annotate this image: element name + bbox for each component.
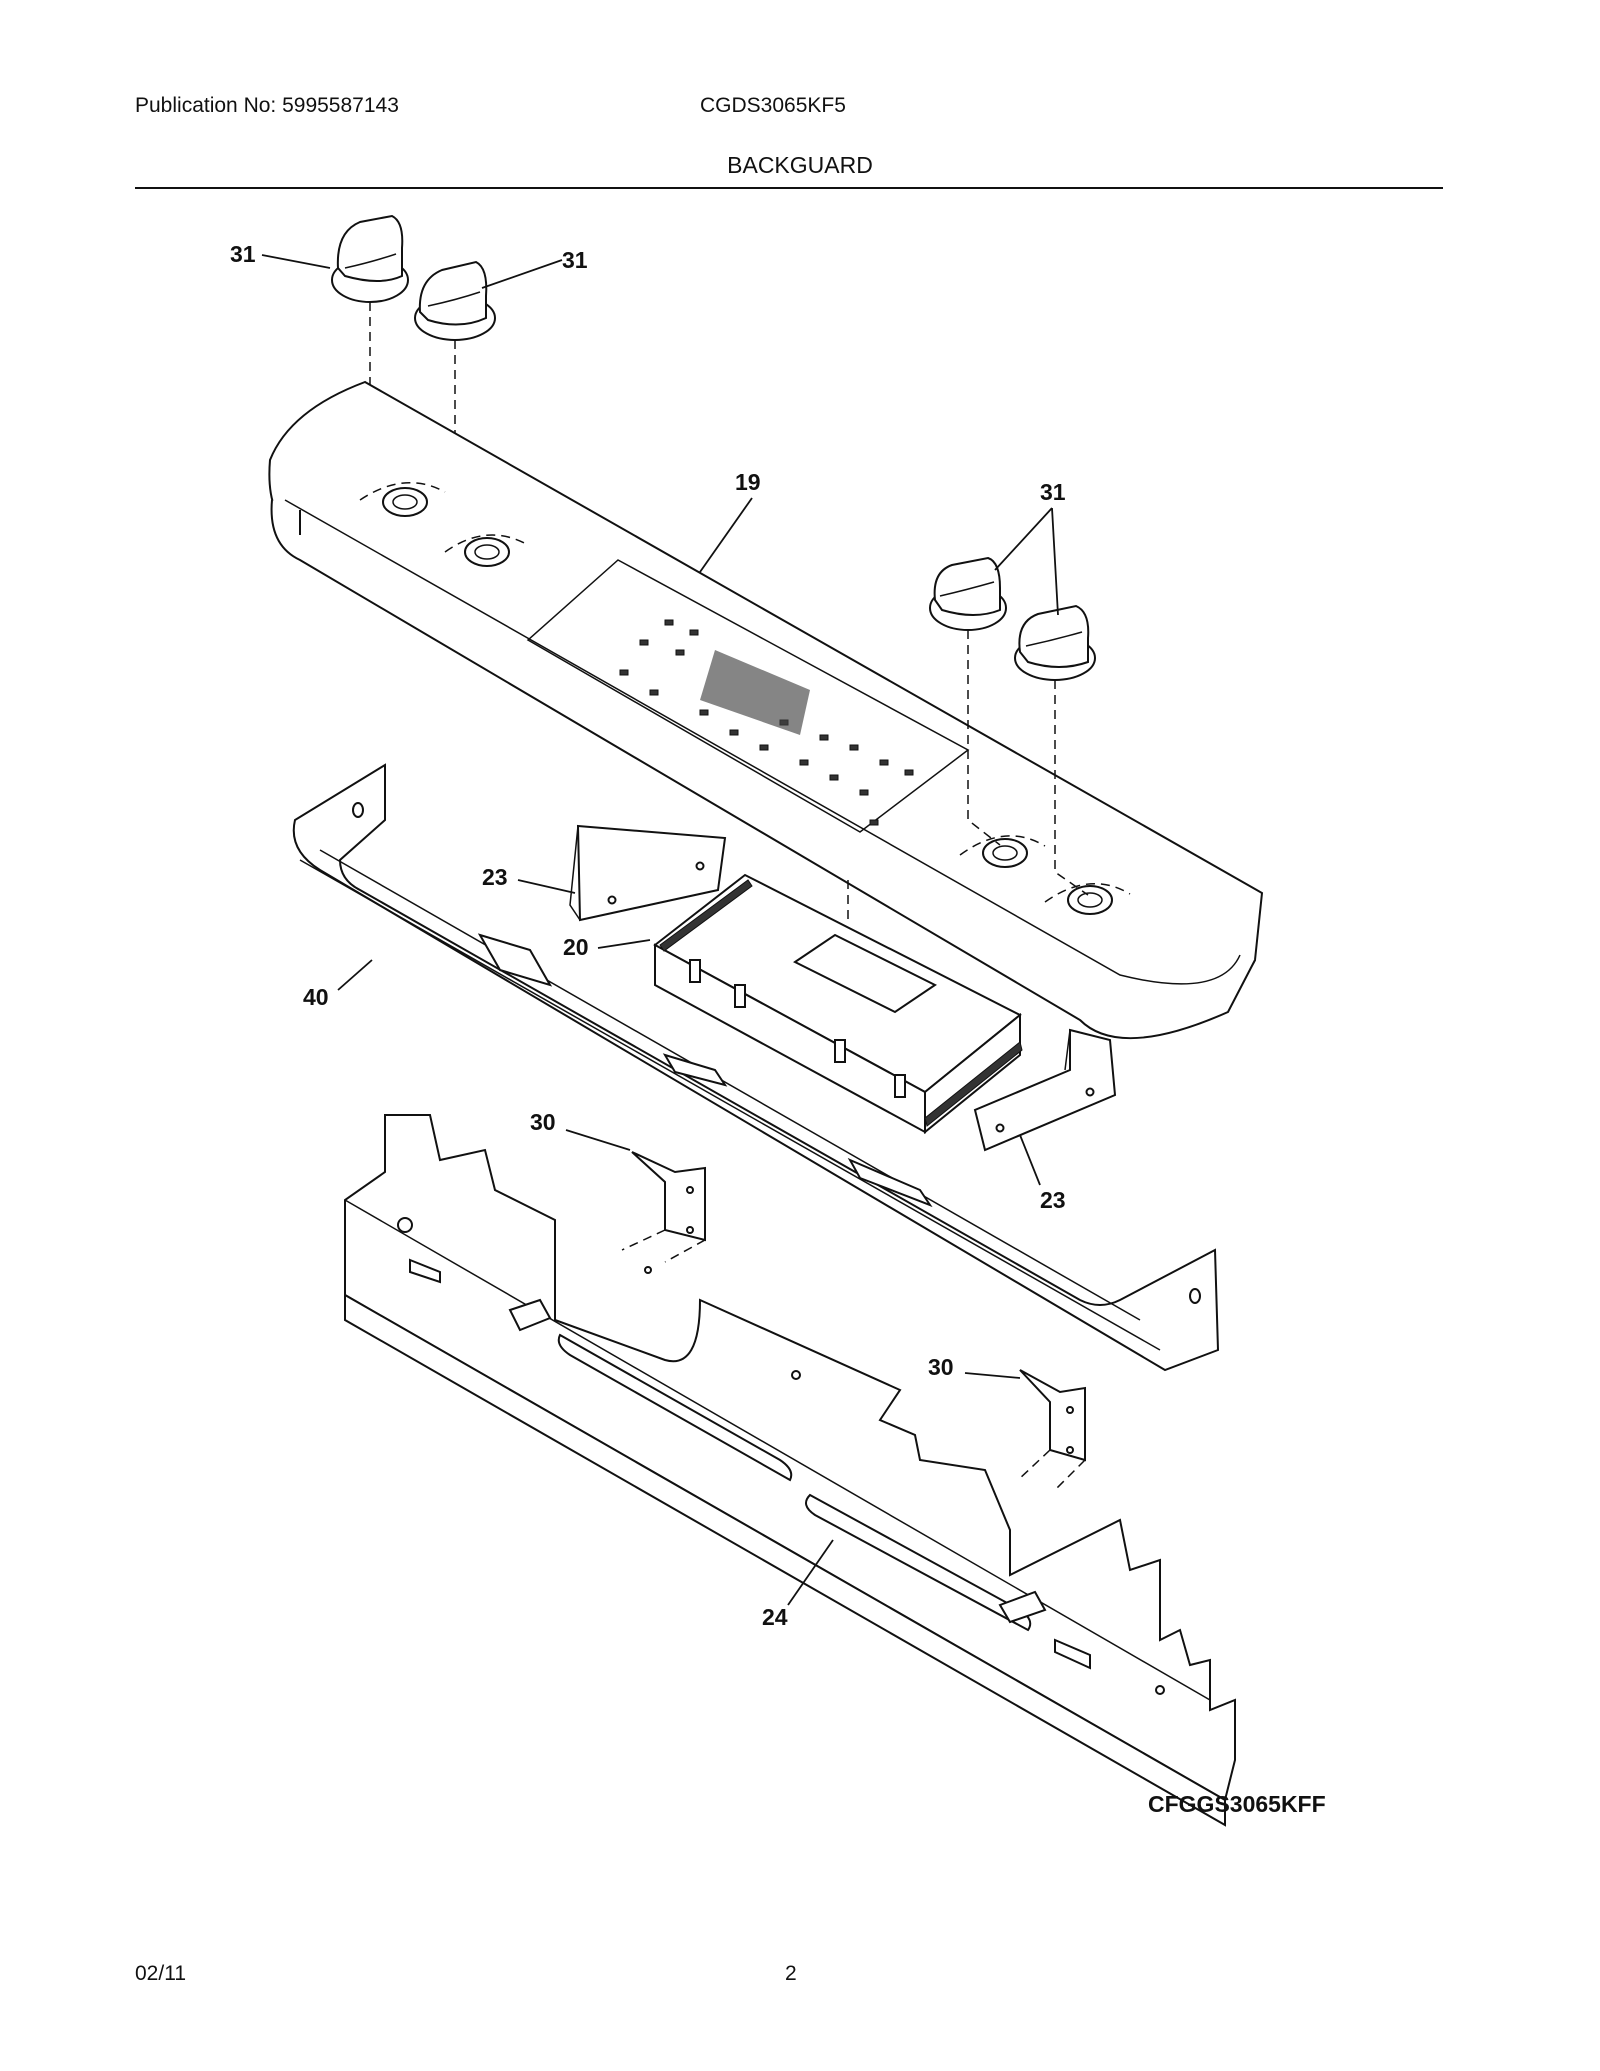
callout-31-c: 31 bbox=[1040, 479, 1066, 505]
callout-31-a: 31 bbox=[230, 241, 256, 267]
callout-40: 40 bbox=[303, 984, 329, 1010]
callout-31-b: 31 bbox=[562, 247, 588, 273]
knob-31-a bbox=[331, 214, 409, 303]
header-rule bbox=[135, 187, 1443, 189]
control-panel-19 bbox=[268, 380, 1264, 1040]
callout-30-b: 30 bbox=[928, 1354, 954, 1380]
trim-40 bbox=[292, 763, 1220, 1372]
callout-24: 24 bbox=[762, 1604, 788, 1630]
bracket-30-right bbox=[1019, 1369, 1086, 1462]
backguard-frame-24 bbox=[344, 1114, 1236, 1827]
callout-23-a: 23 bbox=[482, 864, 508, 890]
page-number: 2 bbox=[785, 1962, 797, 1985]
model-number: CGDS3065KF5 bbox=[700, 94, 846, 117]
bracket-23-top bbox=[569, 824, 727, 922]
bracket-30-left bbox=[631, 1151, 706, 1242]
control-board-20 bbox=[653, 873, 1023, 1135]
callout-19: 19 bbox=[735, 469, 761, 495]
footer-date: 02/11 bbox=[135, 1962, 186, 1985]
knob-31-b bbox=[414, 260, 496, 341]
bracket-23-bottom bbox=[973, 1028, 1117, 1152]
knob-31-c bbox=[929, 556, 1007, 631]
publication-number: Publication No: 5995587143 bbox=[135, 94, 399, 117]
callout-30-a: 30 bbox=[530, 1109, 556, 1135]
callout-20: 20 bbox=[563, 934, 589, 960]
knob-31-d bbox=[1014, 604, 1096, 681]
drawing-code: CFGGS3065KFF bbox=[1148, 1791, 1326, 1817]
section-title: BACKGUARD bbox=[727, 152, 873, 178]
callout-23-b: 23 bbox=[1040, 1187, 1066, 1213]
